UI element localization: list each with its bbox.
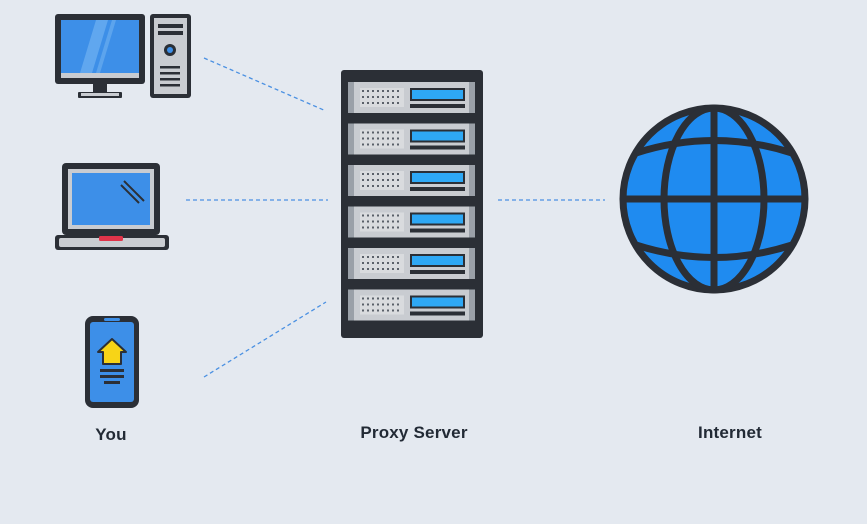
label-you: You [95, 425, 127, 444]
label-proxy-server: Proxy Server [360, 423, 468, 442]
server-unit-5 [348, 248, 475, 279]
laptop-icon [55, 163, 169, 250]
server-unit-3 [348, 165, 475, 196]
smartphone-icon [85, 316, 139, 408]
server-unit-4 [348, 206, 475, 238]
server-unit-6 [348, 289, 475, 321]
connectors [186, 57, 605, 378]
server-rack-icon [341, 70, 483, 338]
server-unit-2 [348, 123, 475, 155]
connector-desktop-to-proxy [203, 57, 327, 112]
server-unit-1 [348, 82, 475, 113]
globe-icon [619, 104, 809, 294]
label-internet: Internet [698, 423, 762, 442]
connector-phone-to-proxy [203, 301, 327, 378]
desktop-computer-icon [55, 14, 191, 98]
